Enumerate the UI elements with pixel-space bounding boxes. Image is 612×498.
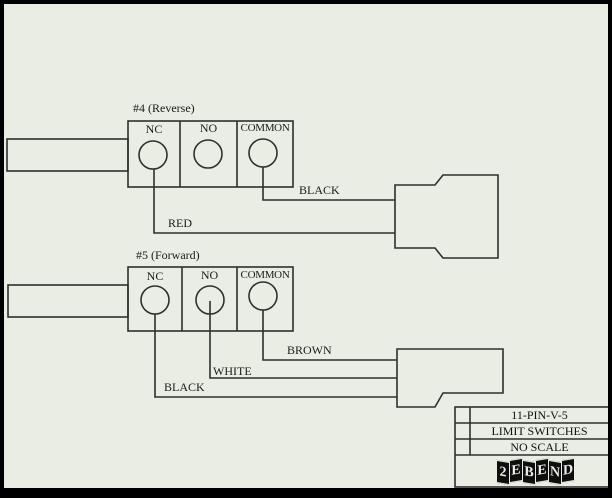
switch5-terminal-nc (140, 285, 170, 315)
company-logo: 2 E B E N D (496, 457, 575, 486)
switch5-actuator-arm (7, 284, 129, 318)
switch4-terminal-label-nc: NC (145, 122, 163, 136)
switch5-terminal-label-common: COMMON (240, 269, 290, 281)
switch5-wire-black (154, 314, 397, 398)
switch5-wire-label-brown: BROWN (287, 343, 332, 357)
connector-plug-upper (394, 174, 499, 259)
switch5-terminal-label-nc: NC (146, 269, 164, 283)
switch4-terminal-label-common: COMMON (240, 122, 290, 134)
logo-letter-icon: D (561, 457, 575, 484)
switch5-wire-white (209, 301, 397, 379)
logo-letter-icon: E (509, 457, 523, 484)
logo-letter-icon: E (535, 457, 549, 484)
title-block-scale: NO SCALE (510, 440, 569, 454)
switch4-terminal-label-no: NO (199, 121, 218, 135)
title-block-drawing-title: LIMIT SWITCHES (491, 424, 588, 438)
switch4-wire-label-red: RED (168, 216, 192, 230)
switch5-terminal-label-no: NO (200, 268, 219, 282)
switch4-terminal-common (248, 138, 278, 168)
switch4-title: #4 (Reverse) (133, 101, 195, 115)
switch4-wire-label-black: BLACK (299, 183, 340, 197)
switch4-wire-red (153, 169, 395, 234)
logo-letter-icon: 2 (496, 459, 510, 486)
switch4-wire-black (262, 167, 395, 201)
logo-letter-icon: N (548, 459, 562, 486)
switch4-actuator-arm (6, 138, 129, 172)
switch5-wire-brown (262, 310, 397, 361)
title-block-drawing-number: 11-PIN-V-5 (511, 408, 568, 422)
logo-letter-icon: B (522, 459, 536, 486)
switch4-terminal-no (193, 139, 223, 169)
switch5-wire-label-black: BLACK (164, 380, 205, 394)
switch4-body (127, 120, 294, 188)
switch5-title: #5 (Forward) (136, 248, 200, 262)
switch5-wire-label-white: WHITE (213, 364, 252, 378)
switch5-terminal-common (248, 281, 278, 311)
connector-plug-lower (396, 348, 504, 408)
switch4-terminal-nc (138, 140, 168, 170)
